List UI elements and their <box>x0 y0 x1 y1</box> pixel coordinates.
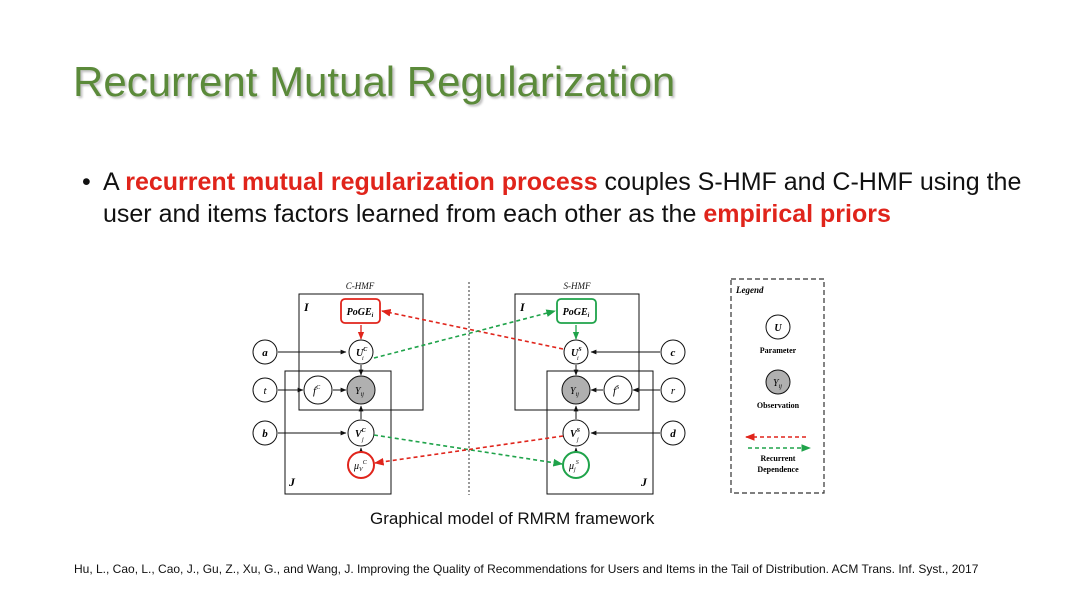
right-mu-label: μjS <box>568 460 579 473</box>
right-f-label: fS <box>613 385 619 397</box>
left-plate-j-label: J <box>288 475 296 489</box>
left-model: I J PoGEi UC i fC Yij VC j μVC a t b <box>252 293 424 495</box>
left-input-t-label: t <box>263 385 267 397</box>
right-model: I J PoGEi US i fS Yij VS j μjS c r d <box>514 293 686 495</box>
left-poge-node <box>340 298 381 324</box>
left-v-sub: j <box>361 437 364 443</box>
diagram-caption: Graphical model of RMRM framework <box>370 509 655 528</box>
left-input-t-node <box>252 377 278 403</box>
right-v-label: VS <box>570 428 581 440</box>
bullet-prefix: A <box>103 168 126 196</box>
highlight-recurrent-process: recurrent mutual regularization process <box>125 168 598 196</box>
recurrent-arrow-left-u-to-right-poge <box>373 309 556 359</box>
right-poge-node <box>556 298 597 324</box>
right-u-label: US <box>571 347 582 359</box>
right-input-c-node <box>660 339 686 365</box>
right-plate-j-label: J <box>640 475 648 489</box>
right-u-sub: i <box>577 356 579 362</box>
legend-observation-node <box>765 369 791 395</box>
left-plate-i-label: I <box>303 300 310 314</box>
left-model-title: C-HMF <box>346 281 375 291</box>
right-v-node <box>562 419 590 447</box>
left-f-node <box>303 375 333 405</box>
left-f-label: fC <box>313 385 321 397</box>
legend-parameter-node <box>765 314 791 340</box>
left-y-label: Yij <box>355 386 364 398</box>
left-v-node <box>347 419 375 447</box>
right-f-node <box>603 375 633 405</box>
left-mu-label: μVC <box>353 460 368 473</box>
left-u-sub: i <box>362 356 364 362</box>
right-input-r-node <box>660 377 686 403</box>
left-mu-node <box>347 451 375 479</box>
left-input-b-label: b <box>262 428 268 440</box>
right-y-node <box>561 375 591 405</box>
right-y-label: Yij <box>570 386 579 398</box>
left-y-node <box>346 375 376 405</box>
right-mu-node <box>562 451 590 479</box>
right-input-r-label: r <box>671 385 676 397</box>
legend-recurrent-label-2: Dependence <box>757 465 799 474</box>
right-input-d-label: d <box>670 428 676 440</box>
left-input-b-node <box>252 420 278 446</box>
right-v-sub: j <box>576 437 579 443</box>
legend-title: Legend <box>735 285 764 295</box>
citation-footer: Hu, L., Cao, L., Cao, J., Gu, Z., Xu, G.… <box>74 562 979 576</box>
left-input-a-node <box>252 339 278 365</box>
legend-observation-symbol: Yij <box>773 378 782 390</box>
legend-box: Legend U Parameter Yij Observation Recur… <box>730 278 825 494</box>
recurrent-arrow-right-v-to-left-mu <box>374 435 564 466</box>
left-poge-label: PoGEi <box>347 307 374 319</box>
bullet-middle: couples S-HMF and C-HMF using the user a… <box>103 168 1022 228</box>
right-model-title: S-HMF <box>564 281 591 291</box>
right-plate-i-label: I <box>519 300 526 314</box>
bullet-dot: • <box>82 168 91 196</box>
recurrent-arrow-right-u-to-left-poge <box>381 309 564 350</box>
right-input-c-label: c <box>671 347 676 359</box>
slide-title: Recurrent Mutual Regularization <box>73 58 676 105</box>
left-input-a-label: a <box>262 347 268 359</box>
legend-parameter-label: Parameter <box>760 346 797 355</box>
left-v-label: VC <box>355 428 367 440</box>
bullet-text: A recurrent mutual regularization proces… <box>103 166 1033 230</box>
highlight-empirical-priors: empirical priors <box>703 200 891 228</box>
legend-parameter-symbol: U <box>774 323 782 334</box>
legend-recurrent-label-1: Recurrent <box>761 454 796 463</box>
legend-observation-label: Observation <box>757 401 800 410</box>
left-u-label: UC <box>356 347 368 359</box>
left-u-node <box>348 339 374 365</box>
recurrent-arrow-left-v-to-right-mu <box>373 434 563 467</box>
right-input-d-node <box>660 420 686 446</box>
right-poge-label: PoGEi <box>563 307 590 319</box>
right-u-node <box>563 339 589 365</box>
